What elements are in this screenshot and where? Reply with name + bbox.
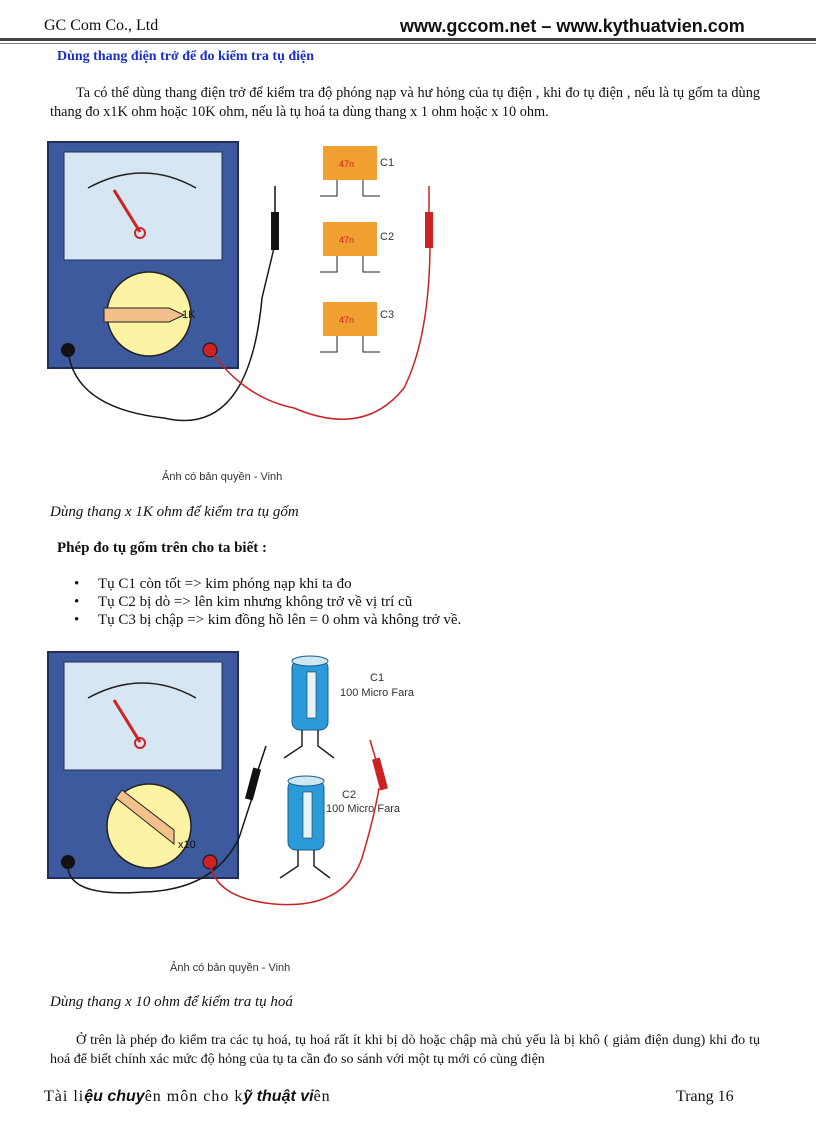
list-item: Tụ C2 bị dò => lên kim nhưng không trở v… [74, 593, 461, 611]
svg-text:C2: C2 [342, 789, 356, 801]
figure2-copyright: Ảnh có bản quyền - Vinh [170, 962, 291, 974]
multimeter: 1K [47, 141, 239, 369]
svg-text:C1: C1 [370, 672, 384, 684]
electrolytic-capacitor-c1: C1 100 Micro Fara [283, 655, 415, 759]
electrolytic-capacitor-c2: C2 100 Micro Fara [279, 775, 401, 879]
red-probe [425, 212, 433, 248]
svg-text:47n: 47n [339, 159, 354, 169]
svg-text:100 Micro Fara: 100 Micro Fara [326, 803, 401, 815]
meter-needle [112, 189, 142, 233]
red-wire [209, 787, 380, 906]
dial-pointer [115, 789, 175, 846]
capacitor-c2: 47n C2 [320, 222, 394, 273]
figure-electrolytic-test: x10 C1 100 Micro Fara C2 100 Micro Fara [47, 651, 415, 906]
header-rule [0, 38, 816, 41]
figure-ceramic-test: 1K 47n C1 47n C2 47n C3 [47, 141, 433, 422]
red-wire [209, 247, 431, 420]
black-probe [271, 212, 279, 250]
svg-text:C1: C1 [380, 157, 394, 169]
page-number: Trang 16 [676, 1088, 734, 1105]
header-websites: www.gccom.net – www.kythuatvien.com [400, 16, 745, 36]
black-wire [67, 247, 275, 422]
svg-text:47n: 47n [339, 315, 354, 325]
results-heading: Phép đo tụ gốm trên cho ta biết : [57, 540, 267, 556]
dial-pointer [103, 307, 186, 323]
figure1-copyright: Ảnh có bản quyền - Vinh [162, 471, 283, 483]
footer-title: Tài liệu chuyên môn cho kỹ thuật viên [44, 1088, 331, 1105]
figure2-caption: Dùng thang x 10 ohm để kiểm tra tụ hoá [50, 994, 293, 1010]
closing-paragraph: Ở trên là phép đo kiểm tra các tụ hoá, t… [50, 1033, 760, 1067]
figure1-caption: Dùng thang x 1K ohm để kiểm tra tụ gốm [50, 504, 299, 520]
intro-paragraph: Ta có thể dùng thang điện trở để kiểm tr… [50, 85, 760, 120]
svg-text:47n: 47n [339, 235, 354, 245]
range-label: 1K [182, 309, 196, 321]
list-item: Tụ C1 còn tốt => kim phóng nạp khi ta đo [74, 575, 461, 593]
list-item: Tụ C3 bị chập => kim đồng hồ lên = 0 ohm… [74, 611, 461, 629]
capacitor-c3: 47n C3 [320, 302, 394, 353]
multimeter: x10 [47, 651, 239, 879]
black-probe [244, 767, 262, 801]
header-company: GC Com Co., Ltd [44, 17, 159, 34]
svg-text:100 Micro Fara: 100 Micro Fara [340, 687, 415, 699]
red-probe [371, 757, 389, 791]
section-title: Dùng thang điện trở để đo kiểm tra tụ đi… [57, 49, 315, 64]
header-rule-thin [0, 43, 816, 44]
results-list: Tụ C1 còn tốt => kim phóng nạp khi ta đo… [74, 575, 461, 629]
svg-text:C2: C2 [380, 231, 394, 243]
black-wire [67, 797, 253, 894]
meter-needle [112, 699, 142, 743]
range-label: x10 [178, 839, 196, 851]
svg-text:C3: C3 [380, 309, 394, 321]
capacitor-c1: 47n C1 [320, 146, 394, 197]
